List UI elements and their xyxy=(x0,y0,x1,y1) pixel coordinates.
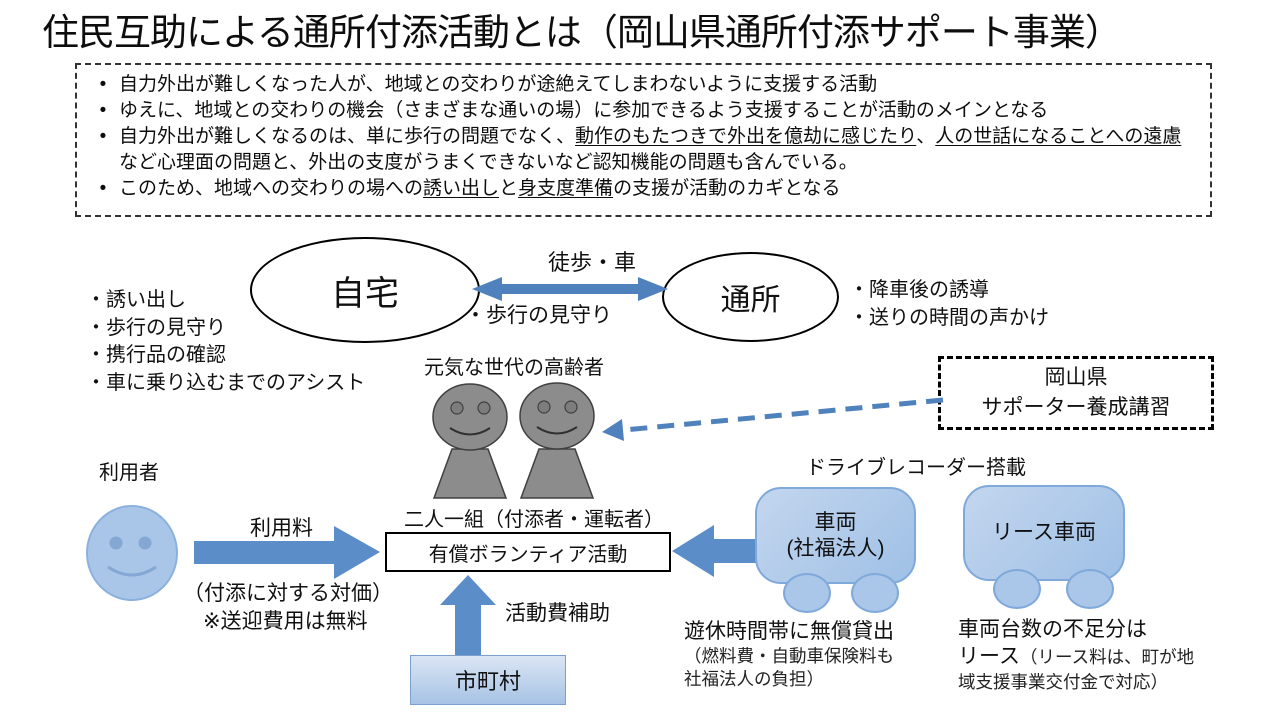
user-label: 利用者 xyxy=(99,462,159,484)
bullet-marker: • xyxy=(99,178,107,199)
vehicle2-wheel-icon xyxy=(993,569,1041,609)
home-task: ・誘い出し xyxy=(86,289,186,311)
vehicle1-box: 車両 (社福法人) xyxy=(755,487,916,584)
bullet-text: 自力外出が難しくなるのは、単に歩行の問題でなく、動作のもたつきで外出を億劫に感じ… xyxy=(119,124,1196,176)
page-title: 住民互助による通所付添活動とは（岡山県通所付添サポート事業） xyxy=(42,12,1122,53)
vehicle2-note-lease: リース xyxy=(958,645,1020,668)
vehicle1-note-detail: 社福法人の負担） xyxy=(684,669,824,689)
bullet-segment-underlined: 身支度準備 xyxy=(518,178,614,199)
bullet-segment: 自力外出が難しくなるのは、単に歩行の問題でなく、 xyxy=(119,126,576,147)
walk-watch-label: ・歩行の見守り xyxy=(465,304,612,327)
vehicle2-note-detail: （リース料は、町が地 xyxy=(1019,647,1195,667)
training-box: 岡山県 サポーター養成講習 xyxy=(938,356,1214,430)
vehicle2-wheel-icon xyxy=(1066,569,1114,609)
user-face-icon xyxy=(86,505,178,601)
drive-recorder-label: ドライブレコーダー搭載 xyxy=(806,457,1026,479)
vehicle1-note-detail: （燃料費・自動車保険料も xyxy=(684,646,894,666)
vehicle2-note-detail: 域支援事業交付金で対応） xyxy=(958,672,1168,692)
volunteer-activity-box: 有償ボランティア活動 xyxy=(385,532,671,572)
bullet-marker: • xyxy=(99,100,107,121)
home-label: 自宅 xyxy=(331,274,399,313)
bullet-segment-underlined: 人の世話になることへの遠慮 xyxy=(935,126,1182,147)
facility-label: 通所 xyxy=(720,284,781,317)
vehicle2-note-headline: 車両台数の不足分は xyxy=(958,618,1147,641)
bullet-marker: • xyxy=(99,126,107,147)
fee-note2: ※送迎費用は無料 xyxy=(203,610,368,633)
bullet-segment-underlined: 動作のもたつきで外出を億劫に感じたり xyxy=(575,126,917,147)
bullet-text: ゆえに、地域との交わりの機会（さまざまな通いの場）に参加できるよう支援することが… xyxy=(119,100,1049,121)
home-facility-double-arrow xyxy=(472,277,668,301)
subsidy-arrow xyxy=(440,575,496,655)
vehicle2-note-mixed: リース（リース料は、町が地 xyxy=(958,643,1194,671)
bullet-text: このため、地域への交わりの場への誘い出しと身支度準備の支援が活動のカギとなる xyxy=(119,176,1196,202)
vehicle-lend-arrow xyxy=(672,525,758,577)
bullet-marker: • xyxy=(99,74,107,95)
municipality-label: 市町村 xyxy=(454,669,521,694)
vehicle2-box: リース車両 xyxy=(963,485,1125,581)
volunteer-activity-label: 有償ボランティア活動 xyxy=(428,543,628,566)
training-line1: 岡山県 xyxy=(1044,366,1108,389)
bullet-segment: の支援が活動のカギとなる xyxy=(613,178,841,199)
vehicle1-line2: (社福法人) xyxy=(786,536,885,560)
municipality-box: 市町村 xyxy=(410,655,566,705)
facility-task: ・送りの時間の声かけ xyxy=(849,307,1049,329)
home-oval: 自宅 xyxy=(250,237,480,343)
bullet-segment: と xyxy=(499,178,519,199)
home-task: ・携行品の確認 xyxy=(86,344,226,366)
bullet-segment: このため、地域への交わりの場への xyxy=(119,178,424,199)
facility-task-list: ・降車後の誘導 ・送りの時間の声かけ xyxy=(849,276,1049,332)
bullet-item: • 自力外出が難しくなった人が、地域との交わりが途絶えてしまわないように支援する… xyxy=(87,72,1196,98)
training-line2: サポーター養成講習 xyxy=(981,396,1171,419)
bullet-segment: など心理面の問題と、外出の支度がうまくできないなど認知機能の問題も含んでいる。 xyxy=(119,152,858,173)
home-task-list: ・誘い出し ・歩行の見守り ・携行品の確認 ・車に乗り込むまでのアシスト xyxy=(86,287,365,397)
bullet-item: • このため、地域への交わりの場への誘い出しと身支度準備の支援が活動のカギとなる xyxy=(87,176,1196,202)
facility-task: ・降車後の誘導 xyxy=(849,279,989,301)
vehicle1-line1: 車両 xyxy=(814,510,857,534)
key-points-box: • 自力外出が難しくなった人が、地域との交わりが途絶えてしまわないように支援する… xyxy=(75,63,1212,217)
fee-arrow xyxy=(194,526,380,579)
fee-note1: （付添に対する対価） xyxy=(183,582,393,605)
pair-label: 二人一組（付添者・運転者） xyxy=(404,509,664,531)
bullet-item: • ゆえに、地域との交わりの機会（さまざまな通いの場）に参加できるよう支援するこ… xyxy=(87,98,1196,124)
supporter-figures-icon xyxy=(432,382,595,499)
vehicle2-label: リース車両 xyxy=(992,521,1096,544)
bullet-segment: 、 xyxy=(916,126,936,147)
vehicle2-note: 車両台数の不足分は リース（リース料は、町が地 域支援事業交付金で対応） xyxy=(958,616,1194,694)
elderly-generation-label: 元気な世代の高齢者 xyxy=(424,357,604,379)
vehicle1-wheel-icon xyxy=(851,573,899,613)
subsidy-label: 活動費補助 xyxy=(505,602,610,625)
fee-label: 利用料 xyxy=(250,517,313,540)
training-dashed-arrow xyxy=(602,397,944,441)
home-task: ・歩行の見守り xyxy=(86,316,226,339)
facility-oval: 通所 xyxy=(662,252,839,342)
vehicle1-note: 遊休時間帯に無償貸出 （燃料費・自動車保険料も 社福法人の負担） xyxy=(684,618,894,691)
bullet-segment-underlined: 誘い出し xyxy=(423,178,500,199)
vehicle1-note-headline: 遊休時間帯に無償貸出 xyxy=(684,620,894,643)
transport-label: 徒歩・車 xyxy=(547,250,636,275)
vehicle1-wheel-icon xyxy=(783,573,831,613)
home-task: ・車に乗り込むまでのアシスト xyxy=(86,371,366,394)
bullet-text: 自力外出が難しくなった人が、地域との交わりが途絶えてしまわないように支援する活動 xyxy=(119,74,878,95)
bullet-item: • 自力外出が難しくなるのは、単に歩行の問題でなく、動作のもたつきで外出を億劫に… xyxy=(87,124,1196,176)
